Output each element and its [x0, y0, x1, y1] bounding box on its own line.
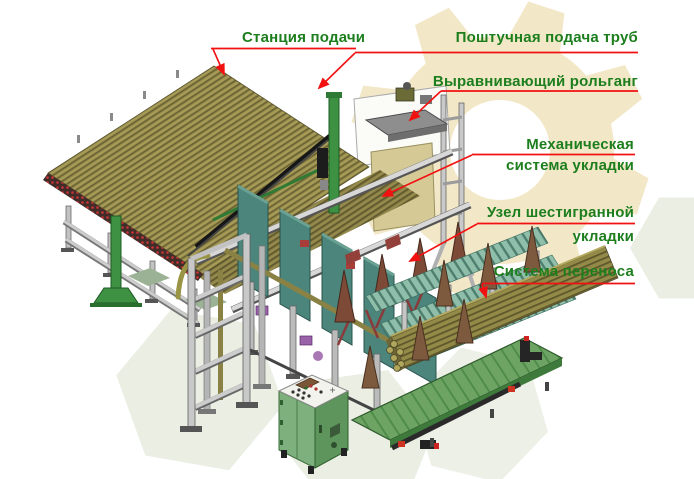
arrow-icon-single-pipe-feed [317, 52, 356, 90]
label-hex-stacking-line2: укладки [572, 228, 634, 245]
gantry-frame [180, 232, 271, 432]
label-mechanical-stacking-line2: система укладки [506, 157, 634, 174]
transfer-system [350, 225, 619, 451]
arrow-icon-hex-stacking [408, 223, 478, 262]
arrow-icon-transfer-system [478, 283, 488, 299]
label-aligning-roller-conveyor: Выравнивающий рольганг [432, 73, 638, 90]
control-cabinet [277, 374, 350, 474]
arrow-icon-mechanical-stacking [381, 154, 473, 197]
label-transfer-system: Система переноса [493, 263, 634, 280]
support-post-front [90, 215, 142, 307]
label-hex-stacking-line1: Узел шестигранной [486, 204, 634, 221]
label-hex-stacking: Узел шестигранной укладки [487, 205, 634, 244]
label-mechanical-stacking: Механическая система укладки [506, 137, 634, 173]
arrow-icon-aligning-roller [408, 90, 442, 122]
arrow-icon-feed-station [212, 48, 225, 76]
leader-lines [211, 47, 638, 299]
label-mechanical-stacking-line1: Механическая [526, 136, 634, 153]
single-pipe-feed-post [317, 92, 342, 214]
label-feed-station: Станция подачи [242, 29, 366, 46]
label-single-pipe-feed: Поштучная подача труб [455, 29, 638, 46]
